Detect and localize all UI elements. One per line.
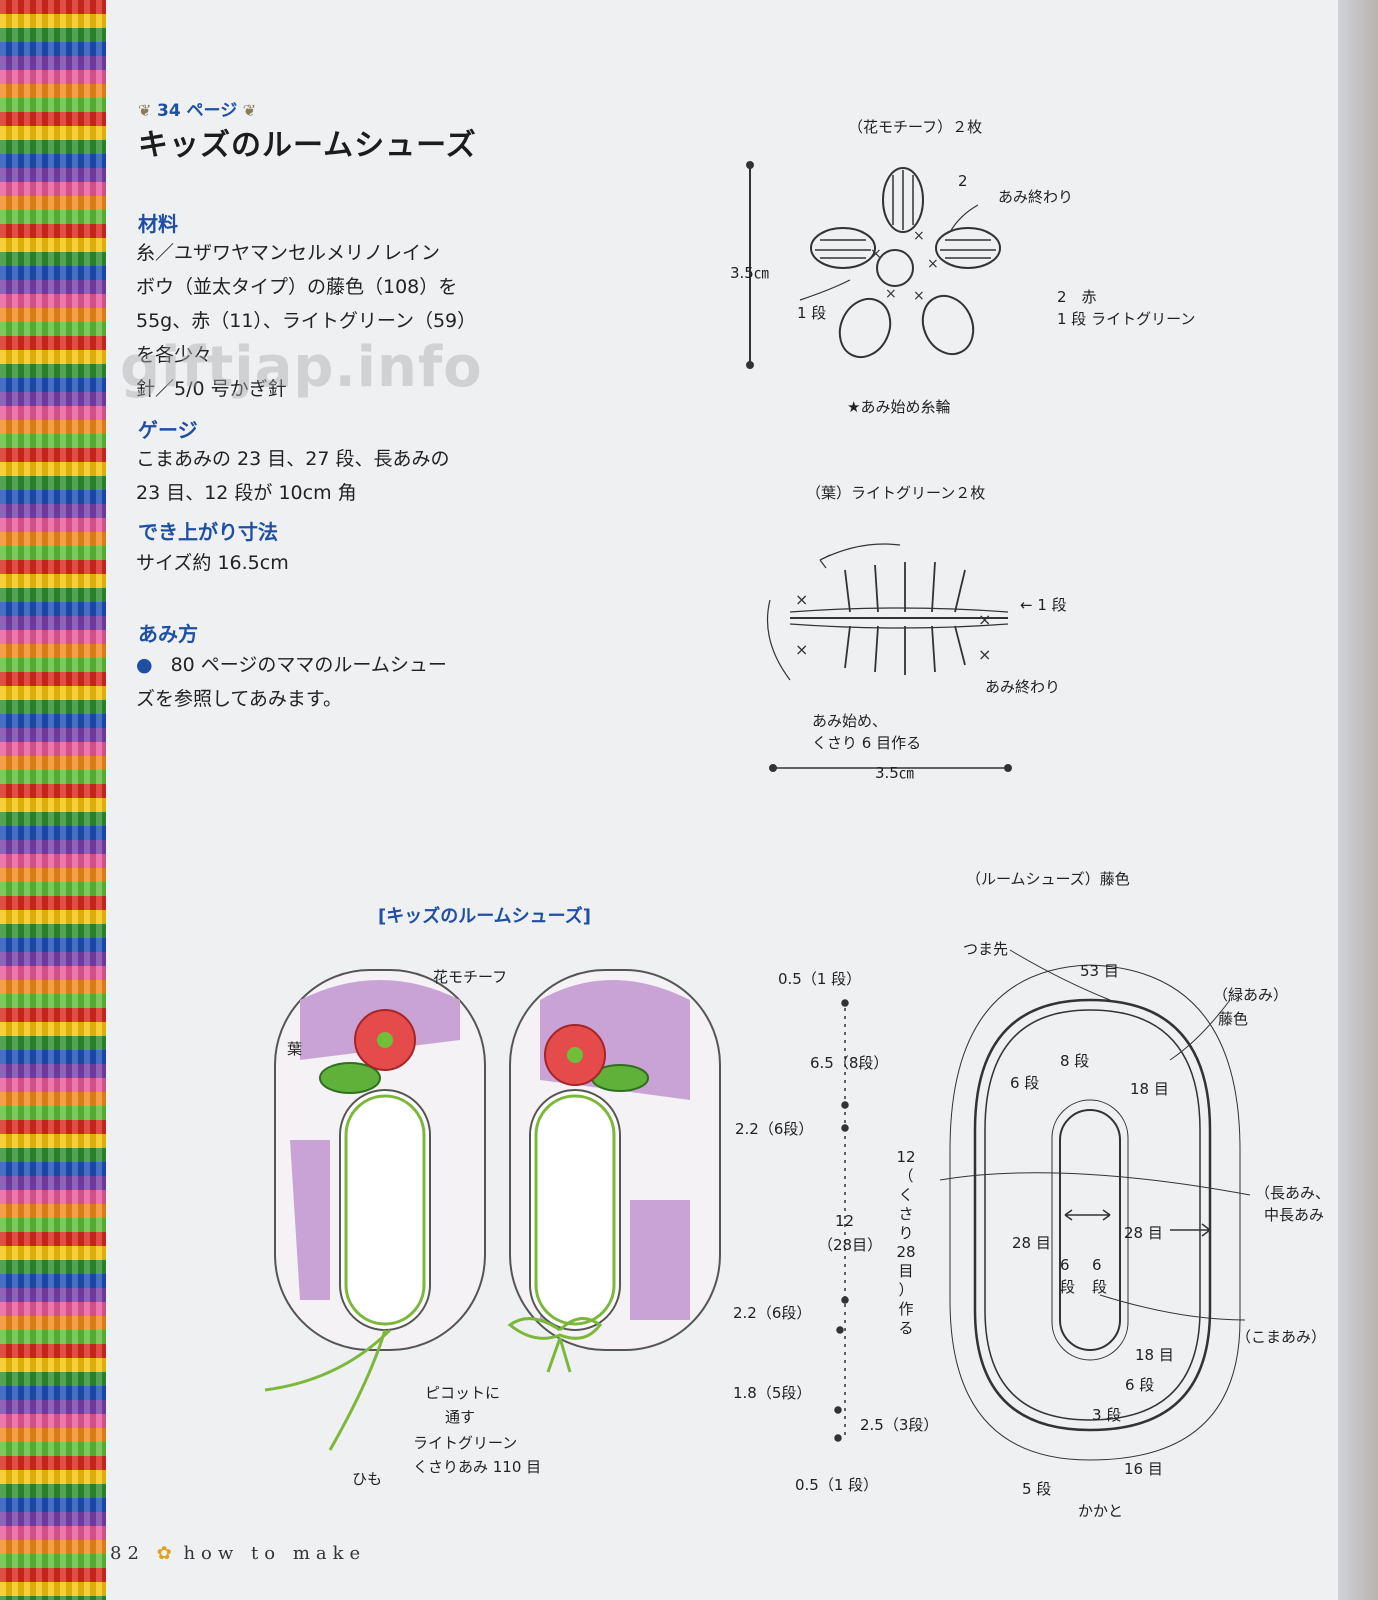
method-text: ●80 ページのママのルームシュー ズを参照してあみます。 (136, 654, 447, 710)
shoe-sole-diagram (939, 949, 1251, 1461)
shoe-dc-label-1: （長あみ、 (1255, 1184, 1331, 1202)
shoe-chart-title: （ルームシューズ）藤色 (966, 870, 1130, 888)
materials-heading: 材料 (138, 212, 178, 236)
gauge-heading: ゲージ (138, 418, 198, 442)
svg-text:×: × (795, 640, 808, 659)
petal-right (935, 227, 1001, 269)
illustration-leaf-label: 葉 (287, 1040, 303, 1058)
leaf-chart-title: （葉）ライトグリーン２枚 (806, 484, 986, 502)
scale-label-2: 6.5（8段） (810, 1054, 889, 1072)
count-6-rows-top: 6 段 (1010, 1074, 1040, 1092)
illustration-flower-label: 花モチーフ (433, 968, 508, 986)
illustration-picot-1: ピコットに (425, 1384, 501, 1402)
count-row-a: 段 (1060, 1278, 1076, 1296)
flower-round1-label: 1 段 (797, 304, 827, 322)
flower-ornament-icon: ✿ (156, 1543, 172, 1564)
page-footer: 82 ✿ how to make (110, 1543, 366, 1564)
svg-text:×: × (978, 645, 991, 664)
count-53: 53 目 (1080, 962, 1119, 980)
count-6-rows-bottom: 6 段 (1125, 1376, 1155, 1394)
flower-chart-diagram: × × × × × (746, 161, 1001, 369)
leaf-chart-diagram: × × × × (766, 543, 1012, 772)
method-heading: あみ方 (138, 622, 198, 646)
count-6-b: 6 (1092, 1256, 1102, 1274)
shoe-toe-label: つま先 (963, 940, 1009, 958)
count-28-left: 28 目 (1012, 1234, 1051, 1252)
flower-start-label: ★あみ始め糸輪 (847, 398, 951, 416)
footer-text: how to make (183, 1543, 367, 1564)
gauge-text: こまあみの 23 目、27 段、長あみの 23 目、12 段が 10cm 角 (136, 448, 450, 504)
count-18-top: 18 目 (1130, 1080, 1169, 1098)
flower-end-label: あみ終わり (998, 188, 1074, 206)
shoe-edge-label-2: 藤色 (1218, 1010, 1249, 1028)
scale-label-6: 2.2（6段） (733, 1304, 812, 1322)
svg-text:×: × (885, 286, 897, 302)
shoe-heel-label: かかと (1078, 1502, 1124, 1520)
ornament-left-icon: ❦ (138, 101, 157, 120)
scale-label-3: 2.2（6段） (735, 1120, 814, 1138)
illustration-title: [キッズのルームシューズ] (378, 906, 592, 927)
leaf-start-label-2: くさり 6 目作る (812, 734, 922, 752)
size-text: サイズ約 16.5cm (136, 552, 289, 574)
svg-text:×: × (795, 590, 808, 609)
count-row-b: 段 (1092, 1278, 1108, 1296)
watermark: giftjap.info (120, 335, 483, 400)
materials-text: 糸／ユザワヤマンセルメリノレイン ボウ（並太タイプ）の藤色（108）を 55g、… (136, 242, 477, 400)
count-28-right: 28 目 (1124, 1224, 1163, 1242)
petal-bottom-left (838, 297, 892, 359)
page-gutter (1338, 0, 1378, 1600)
magic-ring (876, 249, 914, 287)
page-title: キッズのルームシューズ (138, 128, 477, 163)
slipper-illustration (264, 969, 721, 1451)
scale-label-1: 0.5（1 段） (778, 970, 862, 988)
count-5-rows: 5 段 (1022, 1480, 1052, 1498)
illustration-cord-1: ライトグリーン (413, 1434, 518, 1452)
shoe-vertical-note: 12 （ く さ り 28 目 ） 作 る (896, 1148, 916, 1337)
illustration-cord-2: くさりあみ 110 目 (413, 1458, 542, 1476)
leaf-size-label: 3.5㎝ (875, 764, 914, 782)
svg-text:×: × (927, 256, 939, 272)
count-6-a: 6 (1060, 1256, 1070, 1274)
page-reference: ❦ 34 ページ ❦ (138, 101, 257, 121)
flower-round2-label: 2 (958, 172, 968, 190)
count-16: 16 目 (1124, 1460, 1163, 1478)
svg-text:×: × (978, 610, 991, 629)
illustration-picot-2: 通す (445, 1408, 476, 1426)
crochet-border-image (0, 0, 106, 1600)
scale-label-4: 12 (835, 1212, 855, 1230)
count-18-bottom: 18 目 (1135, 1346, 1174, 1364)
flower-chart-title: （花モチーフ）２枚 (848, 118, 983, 136)
scale-label-5: （28目） (818, 1236, 883, 1254)
ornament-right-icon: ❦ (237, 101, 257, 120)
shoe-edge-label-1: （緑あみ） (1213, 986, 1289, 1004)
flower-legend-2: 1 段 ライトグリーン (1057, 310, 1196, 328)
count-3-rows: 3 段 (1092, 1406, 1122, 1424)
illustration-string-label: ひも (352, 1470, 383, 1488)
count-8-rows: 8 段 (1060, 1052, 1090, 1070)
flower-size-label: 3.5㎝ (730, 264, 769, 282)
page-number: 82 (110, 1543, 145, 1564)
petal-bottom-right (921, 294, 975, 356)
size-heading: でき上がり寸法 (138, 520, 278, 544)
leaf-start-label-1: あみ始め、 (812, 712, 888, 730)
petal-left (810, 227, 876, 269)
bullet-icon: ● (136, 654, 153, 676)
flower-legend-1: 2 赤 (1057, 288, 1097, 306)
scale-label-9: 0.5（1 段） (795, 1476, 879, 1494)
svg-text:×: × (913, 228, 925, 244)
svg-text:×: × (913, 288, 925, 304)
svg-text:×: × (870, 246, 882, 262)
scale-label-8: 2.5（3段） (860, 1416, 939, 1434)
leaf-round1-label: ← 1 段 (1020, 596, 1067, 614)
scale-label-7: 1.8（5段） (733, 1384, 812, 1402)
shoe-scale-bar (834, 999, 849, 1442)
leaf-left (319, 1062, 381, 1094)
shoe-sc-label: （こまあみ） (1236, 1328, 1327, 1346)
leaf-end-label: あみ終わり (985, 678, 1061, 696)
shoe-dc-label-2: 中長あみ (1264, 1206, 1325, 1224)
petal-top (882, 167, 924, 233)
